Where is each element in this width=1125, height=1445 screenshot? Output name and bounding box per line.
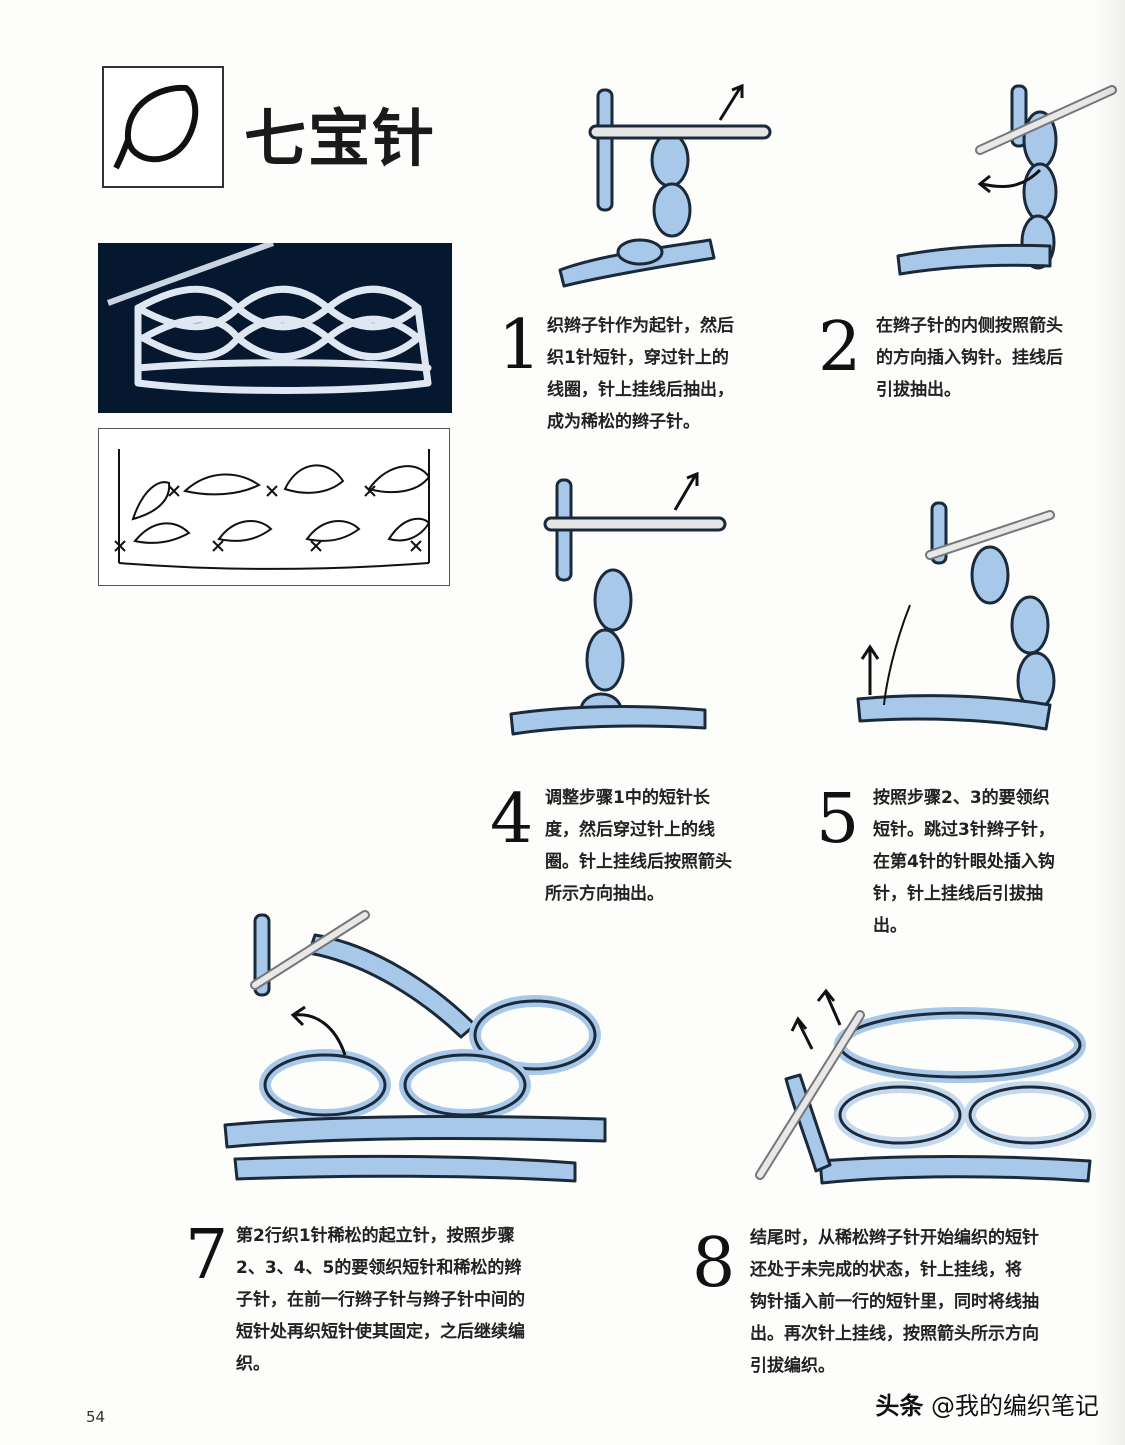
watermark: 头条 @我的编织笔记 [875,1386,1099,1421]
step-7-illustration [223,910,607,1183]
step-4-number: 4 [490,780,534,859]
stitch-chart [98,428,450,586]
step-2-number: 2 [818,308,862,387]
step-7-number: 7 [185,1216,229,1295]
watermark-handle: @我的编织笔记 [931,1392,1099,1420]
step-1-illustration [558,83,772,288]
step-8-illustration [755,988,1096,1185]
step-5-number: 5 [816,780,860,859]
swatch-photo [98,240,452,413]
step-5-text: 按照步骤2、3的要领织 短针。跳过3针辫子针， 在第4针的针眼处插入钩 针，针上… [873,788,1055,936]
step-8-text: 结尾时，从稀松辫子针开始编织的短针 还处于未完成的状态，针上挂线，将 钩针插入前… [750,1228,1039,1376]
step-7-text: 第2行织1针稀松的起立针，按照步骤 2、3、4、5的要领织短针和稀松的辫 子针，… [236,1226,525,1374]
step-2-text: 在辫子针的内侧按照箭头 的方向插入钩针。挂线后 引拔抽出。 [876,316,1063,400]
stitch-chart-graphic [114,449,431,570]
step-1-number: 1 [498,306,542,385]
step-1-text: 织辫子针作为起针，然后 织1针短针，穿过针上的 线圈，针上挂线后抽出， 成为稀松… [547,316,734,432]
step-2-illustration [896,84,1117,276]
page-title: 七宝针 [244,102,437,175]
step-8-number: 8 [692,1224,736,1303]
swatch-photo-graphic [106,240,432,394]
loop-icon [113,84,199,170]
step-5-illustration [856,501,1056,731]
step-4-illustration [509,471,727,736]
step-4-text: 调整步骤1中的短针长 度，然后穿过针上的线 圈。针上挂线后按照箭头 所示方向抽出… [545,788,732,904]
watermark-logo: 头条 [875,1392,924,1420]
page-number: 54 [86,1408,106,1426]
page-edge-shadow [1095,0,1125,1445]
title-icon-box [102,66,224,188]
